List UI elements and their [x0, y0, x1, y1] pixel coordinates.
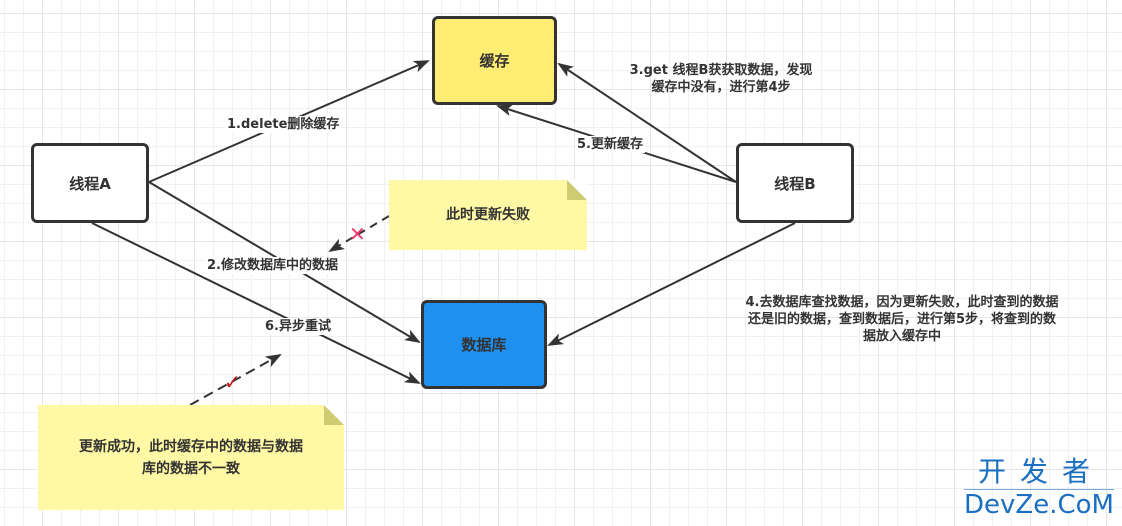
- edge-step6: [91, 222, 421, 384]
- edge-label-step3-line2: 缓存中没有，进行第4步: [651, 80, 791, 95]
- watermark-cn: 开发者: [977, 455, 1104, 488]
- thread-b-node[interactable]: 线程B: [736, 143, 854, 223]
- thread-a-node[interactable]: 线程A: [31, 143, 149, 223]
- note-update-success-line1: 更新成功，此时缓存中的数据与数据: [79, 438, 303, 455]
- note-failed-pointer: [328, 215, 390, 253]
- edge-label-step3: 3.get 线程B获获取数据，发现 缓存中没有，进行第4步: [604, 62, 838, 96]
- watermark-divider: [964, 489, 1114, 490]
- note-update-success-line2: 库的数据不一致: [142, 460, 240, 477]
- edge-label-step3-line1: 3.get 线程B获获取数据，发现: [629, 63, 813, 78]
- cache-label: 缓存: [479, 52, 510, 70]
- note-update-failed-text: 此时更新失败: [446, 207, 530, 223]
- edge-label-step4-line1: 4.去数据库查找数据，因为更新失败，此时查到的数据: [745, 295, 1059, 310]
- note-fold-corner: [324, 405, 344, 425]
- edge-label-step6: 6.异步重试: [263, 318, 333, 335]
- cache-node[interactable]: 缓存: [432, 16, 557, 105]
- database-node[interactable]: 数据库: [421, 300, 547, 389]
- edge-step4: [547, 222, 796, 346]
- watermark-logo: 开发者 DevZe.CoM: [964, 456, 1114, 519]
- edge-label-step4-line3: 据放入缓存中: [862, 329, 941, 344]
- note-update-success[interactable]: 更新成功，此时缓存中的数据与数据 库的数据不一致: [38, 405, 344, 510]
- thread-a-label: 线程A: [69, 174, 111, 193]
- note-fold-corner: [567, 180, 587, 200]
- cross-icon: ✕: [349, 222, 366, 246]
- edge-label-step2: 2.修改数据库中的数据: [205, 257, 340, 274]
- thread-b-label: 线程B: [774, 174, 816, 193]
- edge-label-step4-line2: 还是旧的数据，查到数据后，进行第5步，将查到的数: [747, 312, 1057, 327]
- edge-label-step5: 5.更新缓存: [575, 136, 645, 153]
- watermark-en: DevZe.CoM: [964, 490, 1114, 520]
- check-icon: ✓: [224, 370, 241, 394]
- database-label: 数据库: [461, 336, 507, 354]
- edge-step3: [557, 62, 737, 183]
- edge-label-step4: 4.去数据库查找数据，因为更新失败，此时查到的数据 还是旧的数据，查到数据后，进…: [700, 294, 1104, 345]
- note-success-pointer: [189, 354, 282, 406]
- note-update-failed[interactable]: 此时更新失败: [389, 180, 587, 250]
- edge-label-step1: 1.delete删除缓存: [225, 116, 342, 133]
